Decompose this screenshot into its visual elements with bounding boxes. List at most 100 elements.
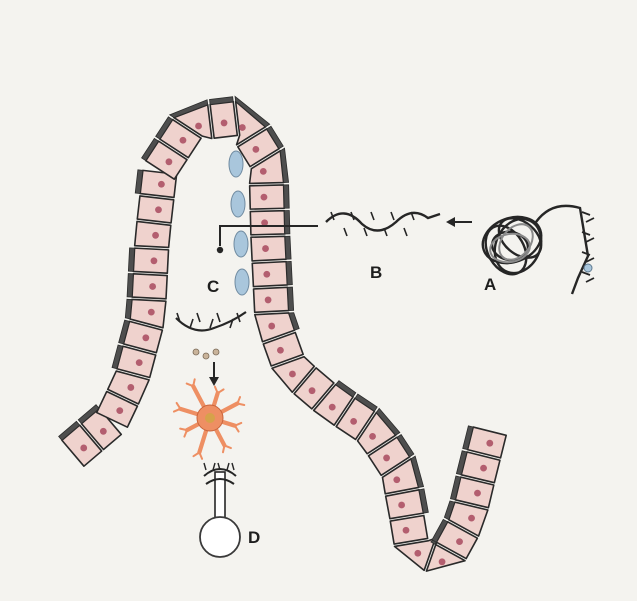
brush-border-cap xyxy=(286,261,292,285)
dendritic-cell-nucleus xyxy=(205,413,215,423)
cell-nucleus xyxy=(158,181,165,188)
cell-nucleus xyxy=(309,387,316,394)
side-chain xyxy=(217,313,220,322)
cell-nucleus xyxy=(350,418,357,425)
dendrite-tip xyxy=(215,387,224,393)
brush-border-cap xyxy=(287,287,293,311)
cell-nucleus xyxy=(116,407,123,414)
cell-nucleus xyxy=(369,433,376,440)
peptide-fragment-dot xyxy=(193,349,199,355)
cell-nucleus xyxy=(155,206,162,213)
cell-nucleus xyxy=(329,404,336,411)
receptor-oval xyxy=(235,269,249,295)
cell-nucleus xyxy=(151,257,158,264)
receptor-oval xyxy=(231,191,245,217)
brush-border-cap xyxy=(284,185,290,208)
epitope-dot xyxy=(584,264,592,272)
peptide-chain xyxy=(176,312,246,330)
cell-nucleus xyxy=(148,309,155,316)
cell-nucleus xyxy=(221,120,228,127)
cell-nucleus xyxy=(439,558,446,565)
dendritic-cell-icon xyxy=(174,379,244,459)
receptor-oval xyxy=(229,151,243,177)
dendrite-tip xyxy=(237,397,244,405)
side-chain xyxy=(210,319,213,328)
cell-nucleus xyxy=(403,527,410,534)
side-chain xyxy=(371,212,374,220)
side-chain xyxy=(364,228,367,236)
receptor-ligand xyxy=(232,463,234,470)
cell-nucleus xyxy=(414,550,421,557)
arrow-head xyxy=(446,217,455,227)
cell-nucleus xyxy=(180,137,187,144)
side-chain xyxy=(582,252,590,255)
cell-nucleus xyxy=(260,168,267,175)
label-c: C xyxy=(207,278,219,295)
cell-nucleus xyxy=(383,455,390,462)
cell-nucleus xyxy=(127,384,134,391)
epithelial-cells xyxy=(59,96,507,571)
cell-nucleus xyxy=(239,124,246,131)
dendrite-tip xyxy=(223,445,231,452)
brush-border-cap xyxy=(127,274,133,298)
label-b: B xyxy=(370,264,382,281)
cell-nucleus xyxy=(480,465,487,472)
cell-nucleus xyxy=(100,428,107,435)
cell-nucleus xyxy=(289,371,296,378)
cell-nucleus xyxy=(468,515,475,522)
protein-chain xyxy=(536,206,588,294)
label-d: D xyxy=(248,529,260,546)
cell-nucleus xyxy=(393,476,400,483)
arrow-endpoint xyxy=(217,247,223,253)
side-chain xyxy=(404,228,407,236)
side-chain xyxy=(391,212,394,220)
side-chain xyxy=(586,278,594,282)
cell-nucleus xyxy=(136,359,143,366)
brush-border-cap xyxy=(285,236,291,259)
label-a: A xyxy=(484,276,496,293)
peptide-fragment-dot xyxy=(213,349,219,355)
dendrite-tip xyxy=(193,452,202,458)
cell-nucleus xyxy=(166,158,173,165)
dendrite-tip xyxy=(174,403,180,412)
cell-nucleus xyxy=(261,194,268,201)
cell-nucleus xyxy=(456,538,463,545)
brush-border-cap xyxy=(128,248,134,272)
side-chain xyxy=(586,238,594,242)
coil-loop xyxy=(477,218,534,281)
peptide-fragment-icon xyxy=(326,212,440,236)
cell-nucleus xyxy=(277,347,284,354)
receptor-oval xyxy=(234,231,248,257)
side-chain xyxy=(582,212,590,215)
receptor-ligand xyxy=(227,463,229,470)
cell-nucleus xyxy=(80,445,87,452)
cell-nucleus xyxy=(152,232,159,239)
cell-nucleus xyxy=(262,245,269,252)
dendrite-tip xyxy=(180,429,187,437)
processed-peptide-icon xyxy=(176,312,246,359)
cell-nucleus xyxy=(486,440,493,447)
cell-nucleus xyxy=(263,271,270,278)
side-chain xyxy=(586,218,594,222)
dendrite-tip xyxy=(187,379,195,386)
cell-nucleus xyxy=(252,146,259,153)
cell-nucleus xyxy=(474,490,481,497)
side-chain xyxy=(190,319,193,328)
lymphocyte-body xyxy=(200,517,240,557)
epithelial-receptors xyxy=(229,151,249,295)
cell-nucleus xyxy=(268,323,275,330)
arrow-head xyxy=(209,377,219,386)
dendrite-tip xyxy=(235,423,241,432)
brush-border-cap xyxy=(284,211,290,234)
cell-nucleus xyxy=(149,283,156,290)
receptor-ligand xyxy=(204,463,206,470)
cell-nucleus xyxy=(142,334,149,341)
side-chain xyxy=(582,272,590,275)
peptide-chain xyxy=(326,213,440,231)
cell-nucleus xyxy=(195,123,202,130)
cell-nucleus xyxy=(265,297,272,304)
side-chain xyxy=(344,228,347,236)
lymphocyte-icon xyxy=(200,463,240,557)
cell-nucleus xyxy=(398,502,405,509)
